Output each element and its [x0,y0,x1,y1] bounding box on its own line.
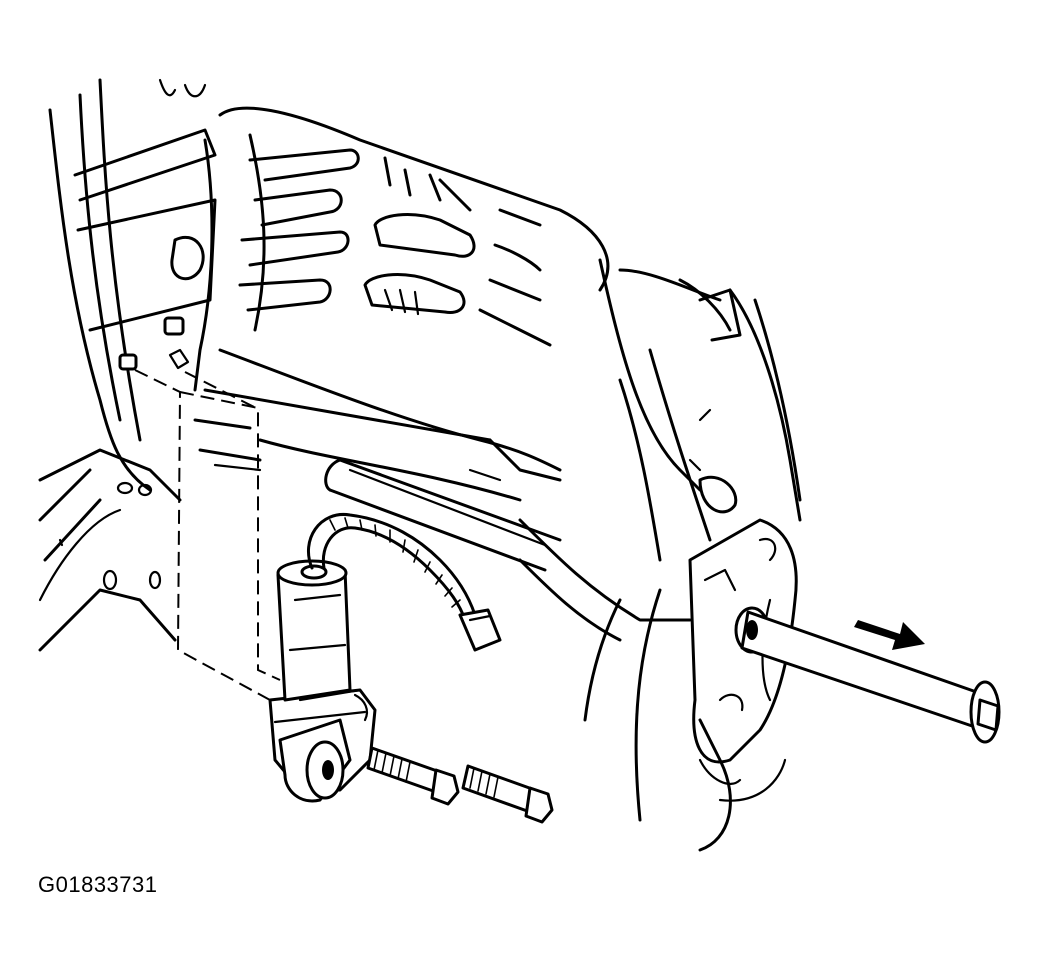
bolt-icon [461,764,554,824]
actuator-motor-icon [268,559,377,803]
removal-direction-arrow-icon [854,620,925,650]
figure-id-label: G01833731 [38,872,158,897]
wiring-harness [306,513,477,622]
bolt-icon [366,746,460,806]
alignment-dashed-lines [134,369,281,701]
left-body-panel [38,78,217,652]
central-crossmember [193,106,610,502]
right-frame-panel [518,258,802,852]
electrical-connector-icon [458,608,502,652]
tube-stabilizer [324,458,562,572]
axle-shaft [734,606,1001,744]
